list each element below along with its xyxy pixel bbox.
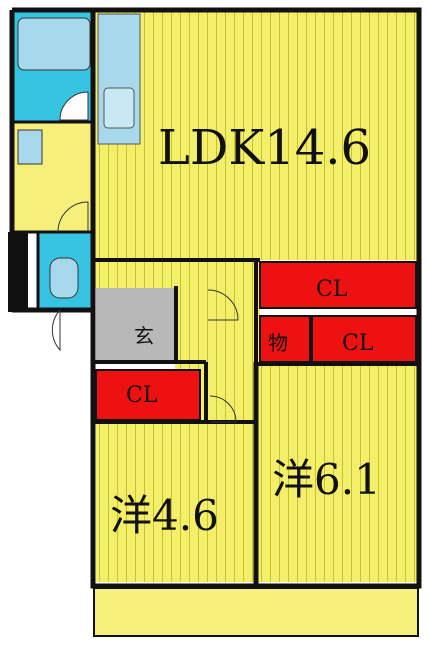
entrance-label: 玄 xyxy=(134,324,154,348)
closet-ldk-label: CL xyxy=(316,277,348,302)
storage-label: 物 xyxy=(268,331,288,355)
closet-left-label: CL xyxy=(126,383,158,408)
ldk-label: LDK14.6 xyxy=(158,120,371,176)
balcony xyxy=(93,587,419,637)
bathtub xyxy=(17,17,91,71)
entrance-floor xyxy=(96,288,176,360)
closet-right-label: CL xyxy=(342,331,374,356)
toilet xyxy=(49,257,79,299)
bedroom-large-floor xyxy=(258,366,417,582)
bedroom-small-label: 洋4.6 xyxy=(110,491,219,540)
walls xyxy=(9,7,422,589)
bedroom-large-label: 洋6.1 xyxy=(272,455,381,504)
closet-right xyxy=(311,315,417,363)
pillar xyxy=(8,232,28,312)
ldk-floor xyxy=(95,12,417,260)
wash-basin xyxy=(17,129,43,165)
sink xyxy=(103,87,135,129)
closet-ldk xyxy=(259,261,417,309)
bedroom-small-floor xyxy=(96,418,254,582)
storage-closet xyxy=(259,315,311,363)
hallway-upper xyxy=(95,260,260,288)
closet-left xyxy=(95,369,201,421)
door-swings xyxy=(51,91,239,423)
